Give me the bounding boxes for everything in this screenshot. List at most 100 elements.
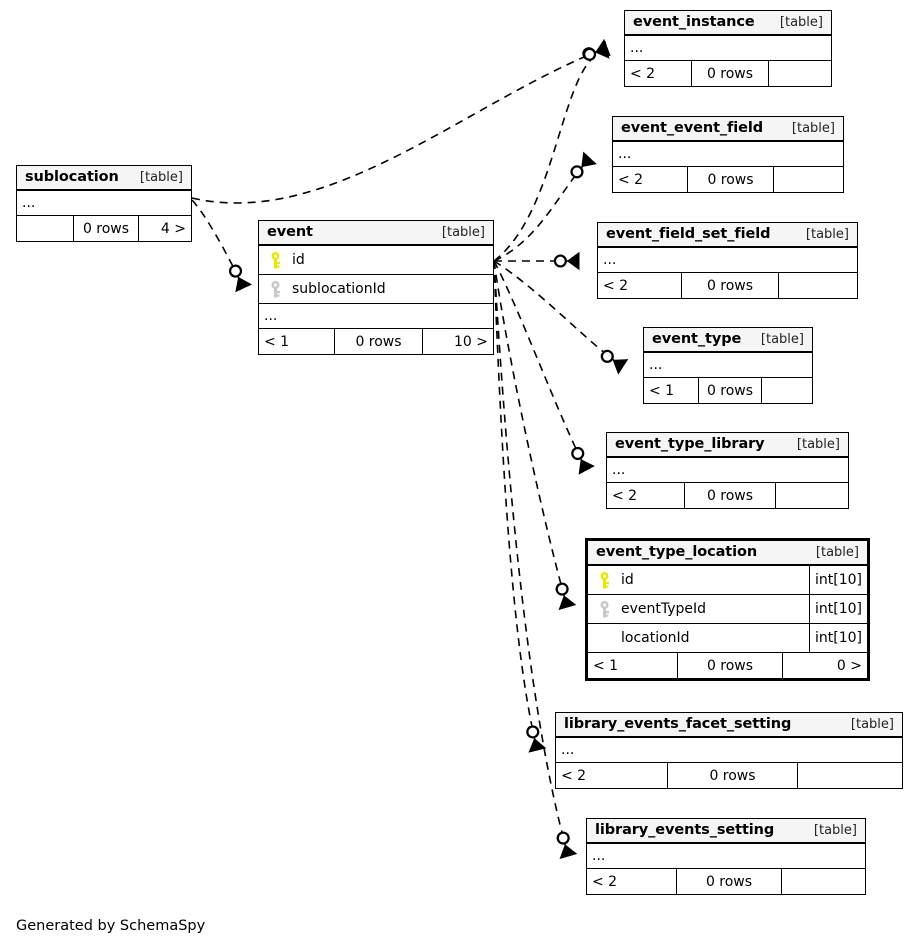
relationship-edge-event-to-event_type_location [493,260,567,606]
table-column-row: eventTypeId int[10] [588,595,867,624]
table-title-bar: event_instance[table] [625,11,831,36]
column-name: sublocationId [292,281,386,297]
column-type: int[10] [809,566,867,594]
table-footer: < 2 0 rows [625,61,831,86]
footer-row-count: 0 rows [677,653,783,678]
table-node-event_instance[interactable]: event_instance[table]... < 2 0 rows [624,10,832,87]
relationship-edge-sublocation-to-event_instance [191,48,606,204]
column-name: eventTypeId [621,601,707,617]
foreign-key-icon [259,280,288,298]
table-column-row: sublocationId [259,275,493,304]
foreign-key-icon [588,600,617,618]
table-title-bar: event [table] [259,221,493,246]
footer-children-count [798,763,902,788]
table-name: event [267,224,313,240]
table-node-library_events_setting[interactable]: library_events_setting [table]... < 2 0 row… [586,818,866,895]
footer-children-count [779,273,857,298]
table-kind-label: [table] [441,224,485,240]
primary-key-icon [588,571,617,589]
footer-children-count [776,483,848,508]
footer-row-count: 0 rows [667,763,798,788]
relationship-edge-event-to-event_event_field [493,159,589,262]
footer-parents-count: < 1 [264,333,290,350]
table-column-row: locationId int[10] [588,624,867,653]
footer-row-count: 0 rows [684,483,776,508]
table-title-bar: event_event_field [table] [613,117,843,142]
table-kind-label: [table] [813,822,857,838]
relationship-edge-event-to-library_events_facet_setting [493,260,537,749]
table-kind-label: [table] [139,169,183,185]
table-kind-label: [table] [779,14,823,30]
relationship-edge-event-to-event_type_library [493,260,586,469]
table-footer: < 1 0 rows 0 > [588,653,867,678]
footer-children-count: 0 > [836,657,862,674]
footer-row-count: 0 rows [676,869,782,894]
table-more-columns-row: ... [625,36,831,61]
column-type: int[10] [809,595,867,623]
footer-children-count: 4 > [160,220,186,237]
table-node-library_events_facet_setting[interactable]: library_events_facet_setting[table]...< … [555,712,903,789]
footer-children-count [774,167,843,192]
table-node-event_type[interactable]: event_type[table]... < 1 0 rows [643,327,813,404]
footer-children-count [782,869,865,894]
table-footer: 0 rows 4 > [17,216,191,241]
footer-row-count: 0 rows [691,61,769,86]
table-node-sublocation[interactable]: sublocation [table]...0 rows 4 > [16,165,192,242]
table-name: event_field_set_field [606,226,771,242]
table-more-columns-row: ... [587,844,865,869]
table-footer: < 2 0 rows [587,869,865,894]
table-kind-label: [table] [796,436,840,452]
footer-row-count: 0 rows [334,329,423,354]
table-title-bar: event_type[table] [644,328,812,353]
table-name: event_type_location [596,544,758,560]
table-kind-label: [table] [815,544,859,560]
table-footer: < 1 0 rows [644,378,812,403]
footer-row-count: 0 rows [698,378,762,403]
footer-children-count [762,378,812,403]
relationship-edge-sublocation-to-event [191,199,243,287]
table-title-bar: library_events_setting [table] [587,819,865,844]
table-title-bar: sublocation [table] [17,166,191,191]
footer-parents-count [17,216,73,241]
footer-parents-count: < 2 [630,65,656,82]
table-name: event_event_field [621,120,764,136]
footer-parents-count: < 2 [618,171,644,188]
table-more-columns-row: ... [613,142,843,167]
footer-parents-count: < 1 [649,382,675,399]
table-title-bar: event_type_location [table] [588,541,867,566]
primary-key-icon [259,251,288,269]
table-more-columns-row: ... [598,248,857,273]
table-kind-label: [table] [850,716,894,732]
generated-by-label: Generated by SchemaSpy [16,918,206,934]
table-kind-label: [table] [791,120,835,136]
relationship-edge-event-to-event_instance [493,50,606,262]
column-name: id [292,252,305,268]
footer-children-count [769,61,831,86]
footer-row-count: 0 rows [73,216,139,241]
column-type: int[10] [809,624,867,652]
table-title-bar: library_events_facet_setting[table] [556,713,902,738]
table-more-columns-row: ... [17,191,191,216]
table-more-columns-row: ... [644,353,812,378]
footer-row-count: 0 rows [681,273,779,298]
table-name: event_type_library [615,436,765,452]
footer-children-count: 10 > [454,333,488,350]
footer-parents-count: < 1 [593,657,619,674]
table-name: sublocation [25,169,119,185]
table-more-columns-row: ... [556,738,902,763]
footer-parents-count: < 2 [592,873,618,890]
table-name: library_events_setting [595,822,775,838]
table-name: event_type [652,331,742,347]
column-name: locationId [621,630,690,646]
table-column-row: id [259,246,493,275]
